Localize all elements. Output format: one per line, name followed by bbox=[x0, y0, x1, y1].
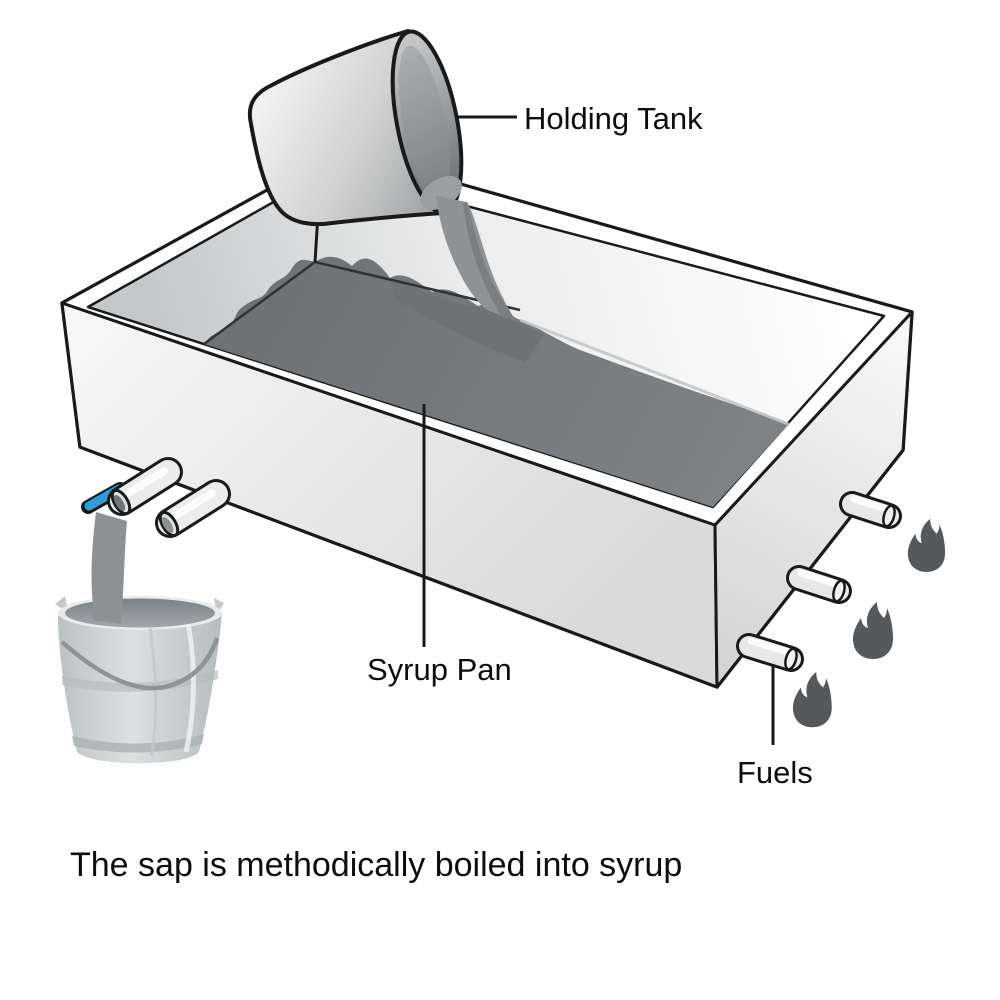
holding-tank bbox=[247, 29, 464, 227]
bucket-handle bbox=[60, 637, 220, 691]
bucket-interior bbox=[65, 598, 215, 628]
sap-splash bbox=[390, 278, 545, 362]
flame-icon bbox=[792, 671, 832, 728]
fuel-pipe-1 bbox=[839, 491, 902, 529]
bucket-seam bbox=[148, 627, 158, 757]
fuel-pipe-2 bbox=[786, 565, 852, 604]
bucket-band-mid bbox=[62, 670, 218, 692]
sap-edge-highlight bbox=[519, 318, 789, 426]
spout-1-bore bbox=[113, 495, 126, 511]
sap-stream-drain bbox=[91, 512, 127, 624]
pipe-1-opening bbox=[882, 504, 896, 528]
sap-stream-pour bbox=[436, 196, 516, 321]
bucket-band-bottom bbox=[72, 734, 204, 753]
flame-icon bbox=[853, 602, 893, 659]
pipe-2-opening bbox=[832, 579, 846, 603]
caption-text: The sap is methodically boiled into syru… bbox=[70, 846, 682, 884]
syrup-pan bbox=[60, 148, 914, 689]
pan-floor-corner-left bbox=[203, 260, 316, 346]
flame-icon bbox=[907, 518, 946, 572]
sap-surface bbox=[204, 256, 790, 507]
collection-bucket bbox=[55, 596, 224, 764]
fuel-pipe-3 bbox=[736, 633, 804, 672]
holding-tank-label: Holding Tank bbox=[524, 101, 703, 136]
syrup-pan-label: Syrup Pan bbox=[367, 652, 512, 687]
drain-spout-2 bbox=[155, 479, 231, 538]
tank-mouth-inner-shade bbox=[398, 45, 451, 204]
drain-spout-1 bbox=[107, 457, 183, 516]
bucket-highlight bbox=[183, 623, 196, 753]
fuels-label: Fuels bbox=[737, 755, 813, 790]
pour-stream-shadow bbox=[463, 202, 516, 321]
spout-2-bore bbox=[161, 517, 174, 533]
pipe-3-opening bbox=[784, 647, 798, 671]
